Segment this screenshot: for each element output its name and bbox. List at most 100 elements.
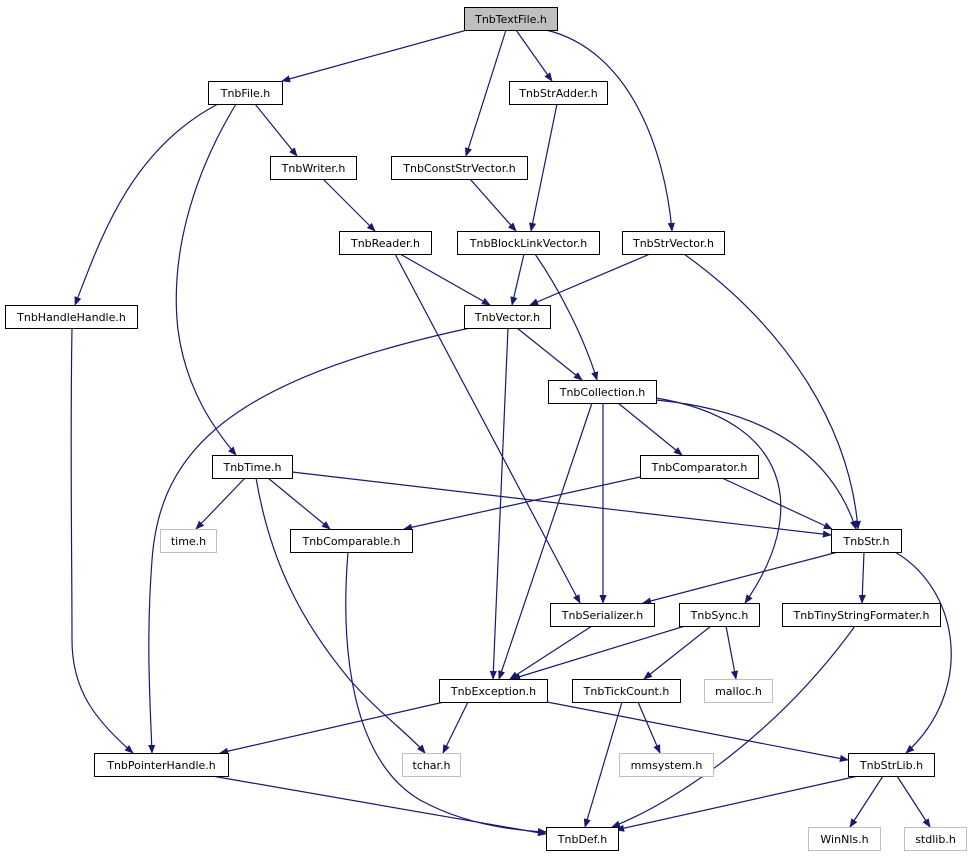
node-TnbStrVector[interactable]: TnbStrVector.h bbox=[622, 231, 725, 255]
edge-TnbSerializer-to-TnbException bbox=[509, 625, 593, 680]
edge-TnbException-to-TnbStrLib bbox=[546, 701, 849, 763]
node-TnbConstStrVector[interactable]: TnbConstStrVector.h bbox=[391, 156, 528, 180]
node-label: TnbTinyStringFormater.h bbox=[793, 609, 930, 622]
node-label: TnbBlockLinkVector.h bbox=[469, 237, 587, 250]
edge-TnbReader-to-TnbSerializer bbox=[394, 253, 581, 604]
edge-TnbStr-to-TnbStrLib bbox=[894, 551, 952, 754]
node-TnbVector[interactable]: TnbVector.h bbox=[464, 305, 551, 329]
edge-TnbSync-to-TnbException bbox=[511, 625, 686, 681]
node-TnbHandleHandle[interactable]: TnbHandleHandle.h bbox=[5, 305, 138, 329]
edge-TnbTextFile-to-TnbConstStrVector bbox=[465, 29, 507, 157]
node-TnbWriter[interactable]: TnbWriter.h bbox=[270, 156, 357, 180]
node-box bbox=[782, 603, 941, 627]
node-TnbPointerHandle[interactable]: TnbPointerHandle.h bbox=[94, 753, 229, 777]
edge-TnbException-to-tchar_h bbox=[442, 701, 469, 754]
edge-layer bbox=[70, 29, 952, 837]
node-label: TnbStrAdder.h bbox=[518, 87, 598, 100]
edge-TnbTime-to-TnbStr bbox=[291, 471, 832, 538]
edge-TnbTime-to-TnbComparable bbox=[267, 477, 331, 530]
node-box bbox=[402, 753, 461, 777]
node-box bbox=[509, 81, 608, 105]
node-label: TnbSync.h bbox=[690, 609, 749, 622]
node-label: TnbException.h bbox=[450, 685, 536, 698]
node-label: TnbTickCount.h bbox=[583, 685, 670, 698]
node-label: stdlib.h bbox=[915, 833, 956, 846]
node-box bbox=[704, 679, 773, 703]
node-TnbTime[interactable]: TnbTime.h bbox=[212, 455, 293, 479]
edge-TnbStrLib-to-TnbDef bbox=[615, 775, 859, 832]
node-box bbox=[290, 529, 413, 553]
node-TnbFile[interactable]: TnbFile.h bbox=[208, 81, 283, 105]
edge-TnbTinyStringFormater-to-TnbDef bbox=[611, 625, 856, 828]
edge-TnbCollection-to-TnbSync bbox=[655, 397, 782, 604]
node-TnbComparator[interactable]: TnbComparator.h bbox=[640, 455, 759, 479]
node-TnbBlockLinkVector[interactable]: TnbBlockLinkVector.h bbox=[457, 231, 600, 255]
node-box bbox=[619, 753, 714, 777]
node-WinNls_h: WinNls.h bbox=[808, 827, 881, 851]
node-label: TnbTextFile.h bbox=[474, 13, 547, 26]
edge-TnbWriter-to-TnbReader bbox=[322, 178, 376, 232]
edge-TnbSync-to-TnbTickCount bbox=[643, 625, 712, 680]
node-TnbSync[interactable]: TnbSync.h bbox=[679, 603, 760, 627]
node-label: TnbCollection.h bbox=[559, 386, 646, 399]
edge-TnbStrLib-to-WinNls_h bbox=[849, 775, 884, 828]
edge-TnbCollection-to-TnbException bbox=[498, 402, 593, 680]
edge-TnbHandleHandle-to-TnbPointerHandle bbox=[70, 327, 134, 754]
node-box bbox=[339, 231, 432, 255]
edge-TnbVector-to-TnbCollection bbox=[516, 327, 583, 381]
node-box bbox=[94, 753, 229, 777]
edge-TnbFile-to-TnbHandleHandle bbox=[74, 103, 219, 306]
edge-TnbPointerHandle-to-TnbDef bbox=[211, 775, 547, 837]
node-box bbox=[548, 380, 657, 404]
edge-TnbStrAdder-to-TnbBlockLinkVector bbox=[529, 103, 558, 232]
edge-TnbFile-to-TnbTime bbox=[175, 103, 237, 456]
node-TnbTextFile[interactable]: TnbTextFile.h bbox=[464, 7, 558, 31]
edge-TnbTickCount-to-mmsystem_h bbox=[637, 701, 661, 754]
node-box bbox=[464, 7, 558, 31]
edge-TnbException-to-TnbPointerHandle bbox=[219, 701, 445, 755]
node-label: mmsystem.h bbox=[631, 759, 703, 772]
node-label: TnbComparable.h bbox=[301, 535, 400, 548]
edge-TnbTime-to-time_h bbox=[195, 477, 246, 530]
node-box bbox=[212, 455, 293, 479]
node-TnbSerializer[interactable]: TnbSerializer.h bbox=[550, 603, 655, 627]
node-TnbReader[interactable]: TnbReader.h bbox=[339, 231, 432, 255]
node-label: TnbStrLib.h bbox=[859, 759, 923, 772]
node-TnbComparable[interactable]: TnbComparable.h bbox=[290, 529, 413, 553]
node-box bbox=[5, 305, 138, 329]
node-box bbox=[550, 603, 655, 627]
edge-TnbFile-to-TnbWriter bbox=[254, 103, 298, 157]
node-label: time.h bbox=[171, 535, 206, 548]
edge-TnbComparator-to-TnbComparable bbox=[403, 476, 641, 531]
node-label: malloc.h bbox=[715, 685, 762, 698]
edge-TnbTickCount-to-TnbDef bbox=[583, 701, 623, 828]
node-TnbStr[interactable]: TnbStr.h bbox=[831, 529, 902, 553]
edge-TnbComparable-to-TnbDef bbox=[345, 551, 547, 836]
edge-TnbTextFile-to-TnbFile bbox=[281, 29, 468, 83]
node-label: TnbFile.h bbox=[220, 87, 271, 100]
node-TnbCollection[interactable]: TnbCollection.h bbox=[548, 380, 657, 404]
node-label: TnbDef.h bbox=[557, 833, 607, 846]
node-box bbox=[572, 679, 681, 703]
edge-TnbVector-to-TnbException bbox=[489, 327, 509, 680]
edge-TnbBlockLinkVector-to-TnbVector bbox=[510, 253, 525, 306]
node-label: WinNls.h bbox=[820, 833, 868, 846]
node-box bbox=[904, 827, 967, 851]
edge-TnbCollection-to-TnbStr bbox=[655, 399, 857, 530]
edge-TnbStr-to-TnbSerializer bbox=[642, 551, 839, 605]
node-TnbTinyStringFormater[interactable]: TnbTinyStringFormater.h bbox=[782, 603, 941, 627]
node-box bbox=[546, 827, 619, 851]
node-TnbTickCount[interactable]: TnbTickCount.h bbox=[572, 679, 681, 703]
edge-TnbStrVector-to-TnbStr bbox=[683, 253, 861, 530]
node-label: TnbHandleHandle.h bbox=[16, 311, 126, 324]
edge-TnbSync-to-malloc_h bbox=[725, 625, 739, 680]
node-box bbox=[640, 455, 759, 479]
node-TnbDef[interactable]: TnbDef.h bbox=[546, 827, 619, 851]
node-TnbException[interactable]: TnbException.h bbox=[439, 679, 548, 703]
edge-TnbReader-to-TnbVector bbox=[399, 253, 491, 306]
node-TnbStrLib[interactable]: TnbStrLib.h bbox=[848, 753, 935, 777]
edge-TnbTime-to-tchar_h bbox=[255, 477, 426, 754]
node-TnbStrAdder[interactable]: TnbStrAdder.h bbox=[509, 81, 608, 105]
node-box bbox=[808, 827, 881, 851]
